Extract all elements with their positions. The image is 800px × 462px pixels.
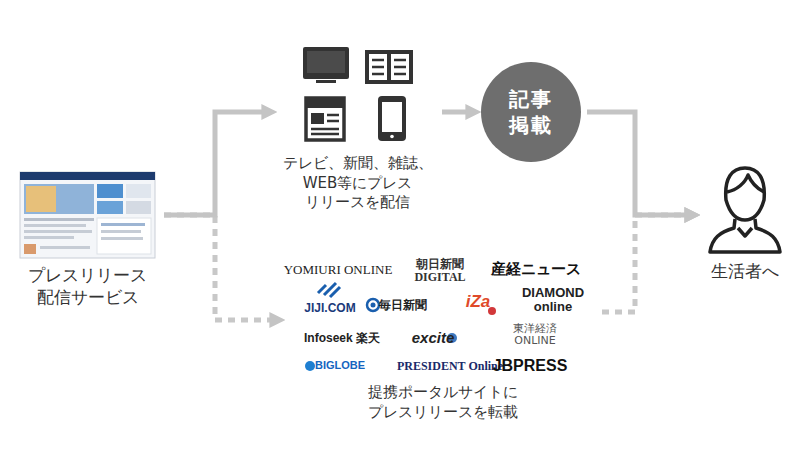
portal-logo: 朝日新聞 DIGITAL xyxy=(414,258,465,283)
publish-circle: 記事 掲載 xyxy=(481,62,581,162)
circle-label: 記事 掲載 xyxy=(509,86,553,138)
service-node: プレスリリース 配信サービス xyxy=(15,168,160,308)
tv-icon xyxy=(303,47,349,83)
portal-logo: 東洋経済 ONLINE xyxy=(513,323,557,346)
portal-logo: 毎日新聞 xyxy=(379,299,427,312)
smartphone-icon xyxy=(378,96,406,141)
portal-logo: JIJI.COM xyxy=(304,302,355,315)
service-screenshot xyxy=(20,172,155,258)
consumer-node: 生活者へ xyxy=(700,165,790,282)
book-icon xyxy=(367,52,411,82)
logo-marks xyxy=(305,283,496,371)
node-caption: 生活者へ xyxy=(711,260,779,282)
newspaper-icon xyxy=(306,98,344,140)
portal-logo: BIGLOBE xyxy=(315,360,365,372)
portal-logo: JBPRESS xyxy=(493,358,568,375)
portal-logo: excite xyxy=(412,330,455,346)
portal-logo: PRESIDENT Online xyxy=(397,360,503,373)
flow-arrow xyxy=(587,112,694,215)
portal-logo: Infoseek 楽天 xyxy=(304,332,380,345)
portal-logo: YOMIURI ONLINE xyxy=(284,263,393,277)
portal-logo: 産経ニュース xyxy=(491,262,581,278)
person-icon xyxy=(710,168,780,252)
dotted-arrow xyxy=(164,215,279,320)
node-caption: 提携ポータルサイトに プレスリリースを転載 xyxy=(368,383,518,422)
flow-arrow xyxy=(442,110,475,115)
portal-logo: DIAMOND online xyxy=(522,286,584,313)
media-node: テレビ、新聞、雑誌、 WEB等にプレス リリースを配信 xyxy=(275,42,440,213)
node-caption: テレビ、新聞、雑誌、 WEB等にプレス リリースを配信 xyxy=(283,154,433,213)
node-caption: プレスリリース 配信サービス xyxy=(28,264,147,308)
dotted-arrow xyxy=(602,215,694,312)
portal-logo: iZa xyxy=(466,293,491,311)
flow-arrow xyxy=(164,112,271,215)
